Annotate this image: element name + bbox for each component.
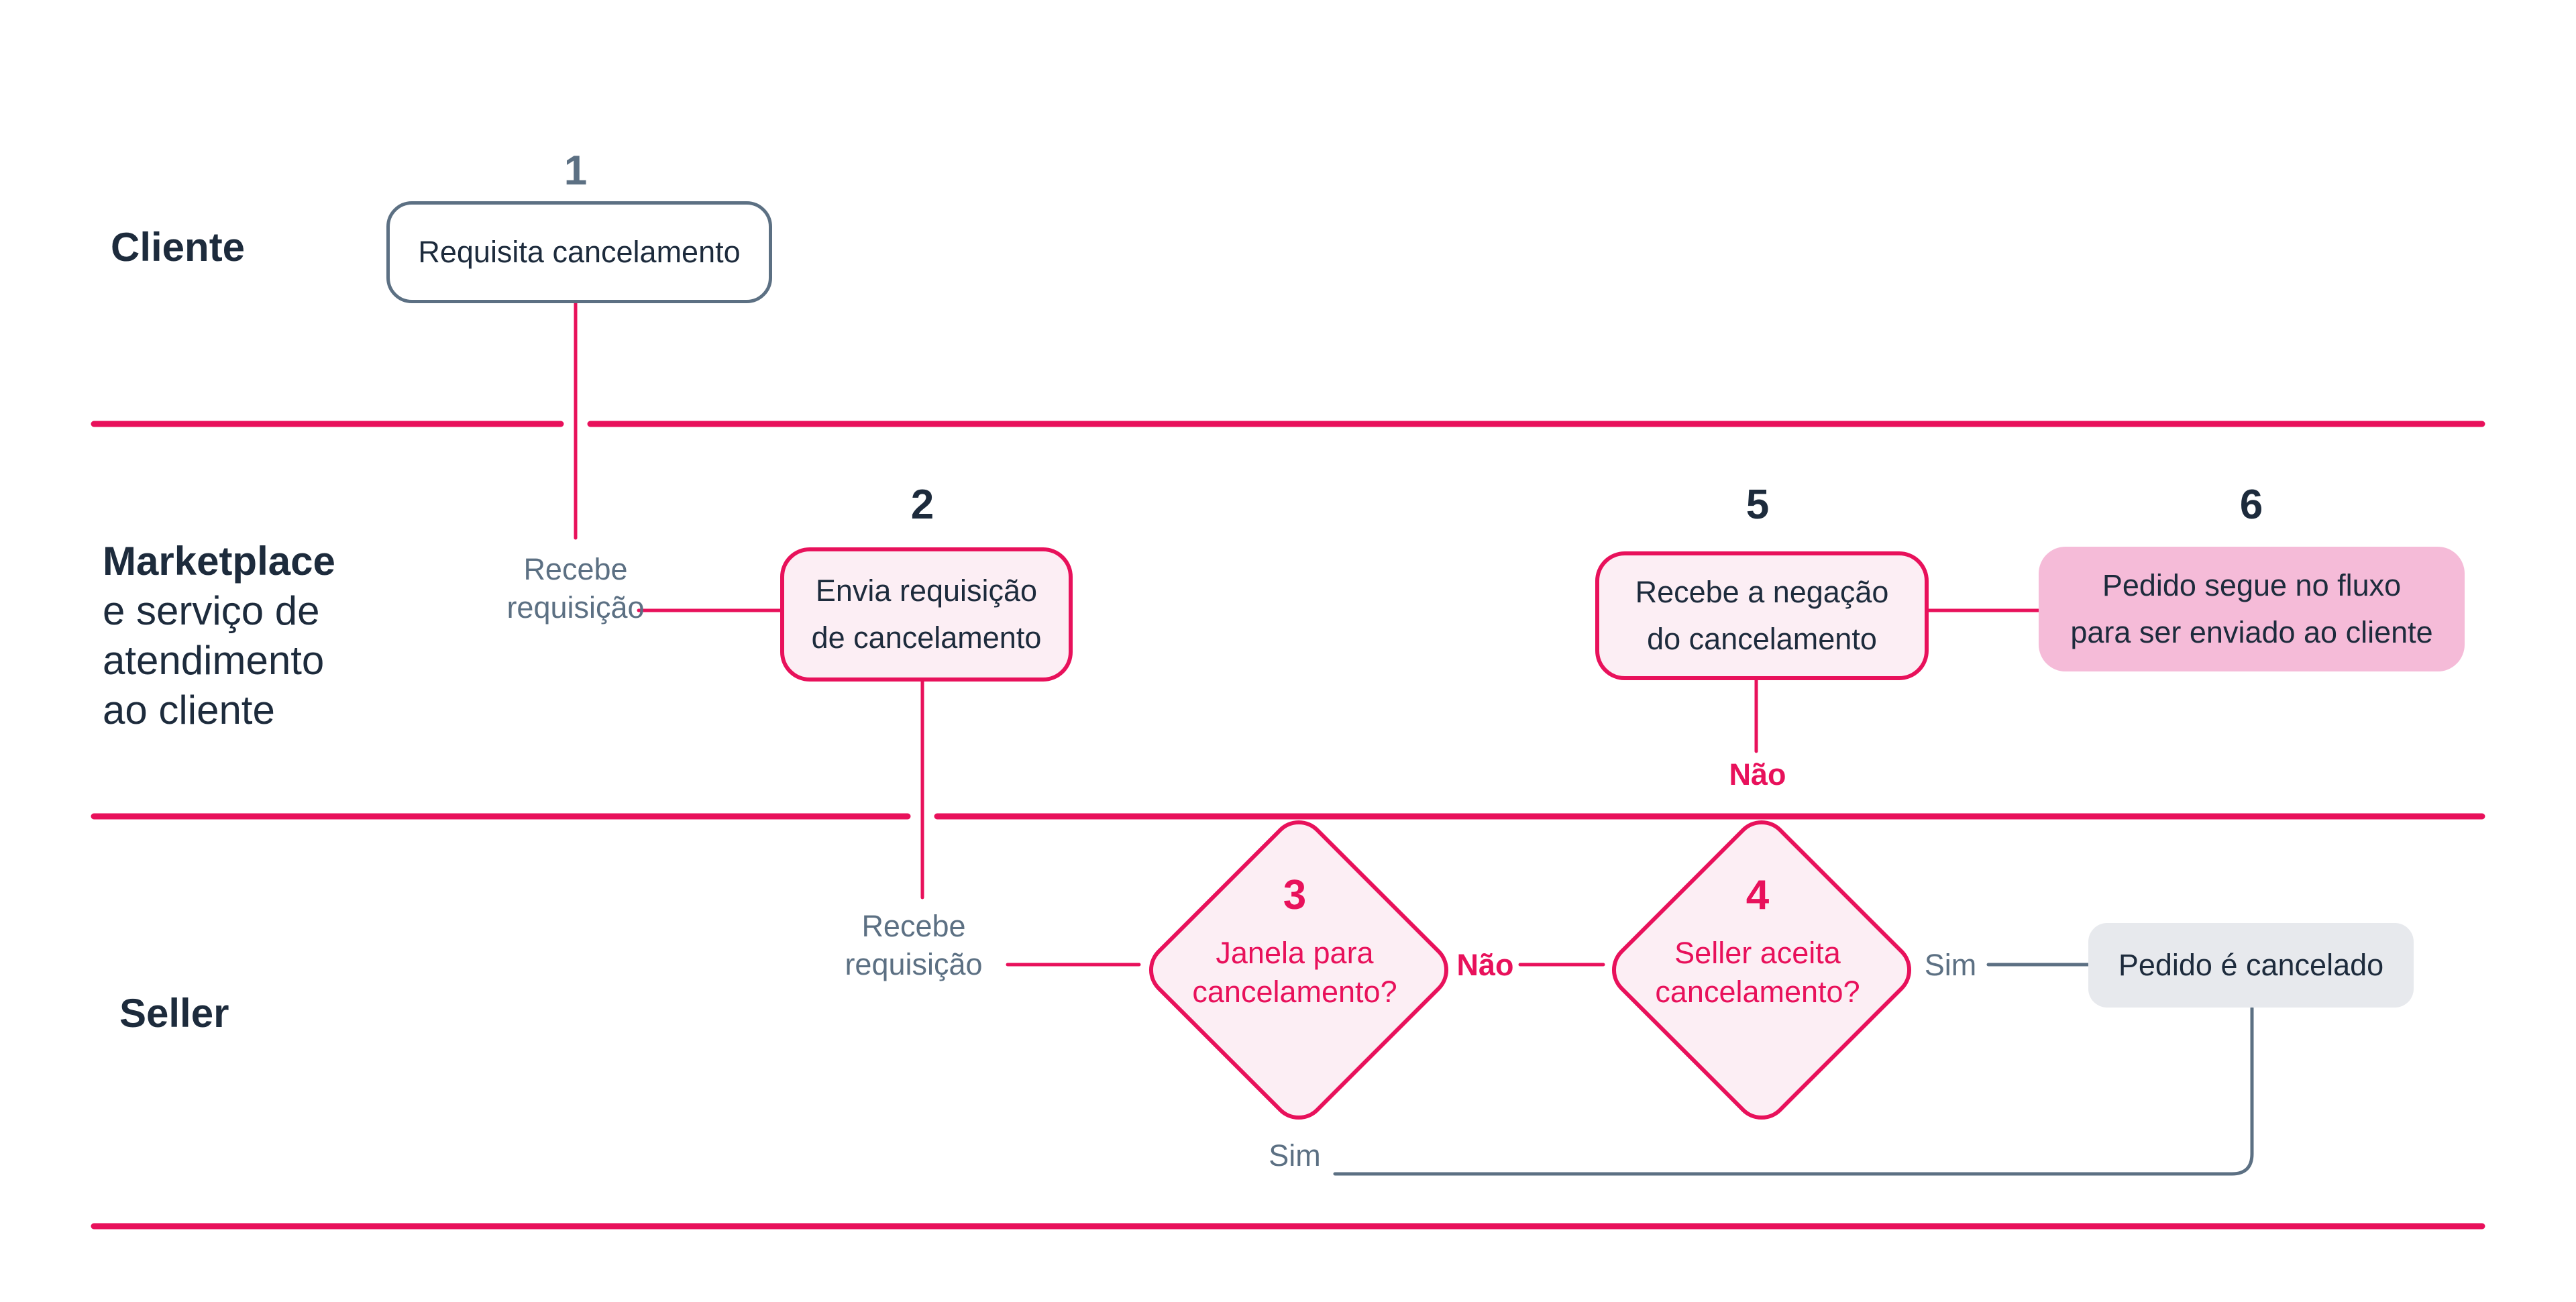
receive-request-label-seller: Recebe requisição bbox=[810, 907, 1018, 983]
step1-box: Requisita cancelamento bbox=[386, 201, 772, 303]
lane-label-marketplace-line3: atendimento bbox=[103, 638, 325, 683]
receive-request-seller-line1: Recebe bbox=[861, 909, 966, 943]
step3-line2: cancelamento? bbox=[1192, 975, 1397, 1009]
step6-line1: Pedido segue no fluxo bbox=[2102, 568, 2402, 602]
step2-number: 2 bbox=[910, 482, 934, 528]
step5-line2: do cancelamento bbox=[1647, 622, 1877, 656]
cancelled-box: Pedido é cancelado bbox=[2088, 923, 2414, 1008]
no-label-to-marketplace: Não bbox=[1729, 757, 1786, 792]
step1-number: 1 bbox=[564, 148, 588, 194]
step5-box: Recebe a negação do cancelamento bbox=[1635, 569, 1889, 663]
receive-request-marketplace-line2: requisição bbox=[506, 590, 645, 625]
step2-box: Envia requisição de cancelamento bbox=[812, 567, 1042, 661]
step6-line2: para ser enviado ao cliente bbox=[2070, 615, 2433, 649]
step2-line2: de cancelamento bbox=[811, 620, 1042, 655]
step3-number: 3 bbox=[1283, 872, 1307, 918]
yes-label-from-window: Sim bbox=[1269, 1138, 1321, 1173]
step5-line1: Recebe a negação bbox=[1635, 575, 1889, 609]
lane-label-cliente: Cliente bbox=[111, 225, 246, 270]
receive-request-marketplace-line1: Recebe bbox=[523, 552, 628, 586]
step3-question: Janela para cancelamento? bbox=[1140, 934, 1449, 1012]
step4-line2: cancelamento? bbox=[1655, 975, 1860, 1009]
receive-request-seller-line2: requisição bbox=[845, 947, 983, 981]
step4-number: 4 bbox=[1746, 872, 1770, 918]
lane-label-marketplace-line1: Marketplace bbox=[103, 539, 335, 584]
step6-box: Pedido segue no fluxo para ser enviado a… bbox=[2070, 562, 2432, 656]
step6-number: 6 bbox=[2239, 482, 2263, 528]
step1-label: Requisita cancelamento bbox=[418, 235, 741, 269]
step4-line1: Seller aceita bbox=[1674, 936, 1841, 970]
lane-label-marketplace-line4: ao cliente bbox=[103, 688, 275, 733]
receive-request-label-marketplace: Recebe requisição bbox=[472, 550, 680, 627]
lane-label-marketplace-line2: e serviço de bbox=[103, 588, 320, 633]
cancelled-label: Pedido é cancelado bbox=[2118, 948, 2384, 982]
step3-line1: Janela para bbox=[1216, 936, 1374, 970]
yes-label-to-cancelled: Sim bbox=[1924, 948, 1977, 982]
no-label-between-decisions: Não bbox=[1456, 948, 1514, 982]
step2-line1: Envia requisição bbox=[815, 574, 1038, 608]
step5-number: 5 bbox=[1746, 482, 1770, 528]
step4-question: Seller aceita cancelamento? bbox=[1603, 934, 1912, 1012]
lane-label-seller: Seller bbox=[119, 991, 229, 1036]
lane-label-marketplace: Marketplace e serviço de atendimento ao … bbox=[103, 537, 411, 735]
